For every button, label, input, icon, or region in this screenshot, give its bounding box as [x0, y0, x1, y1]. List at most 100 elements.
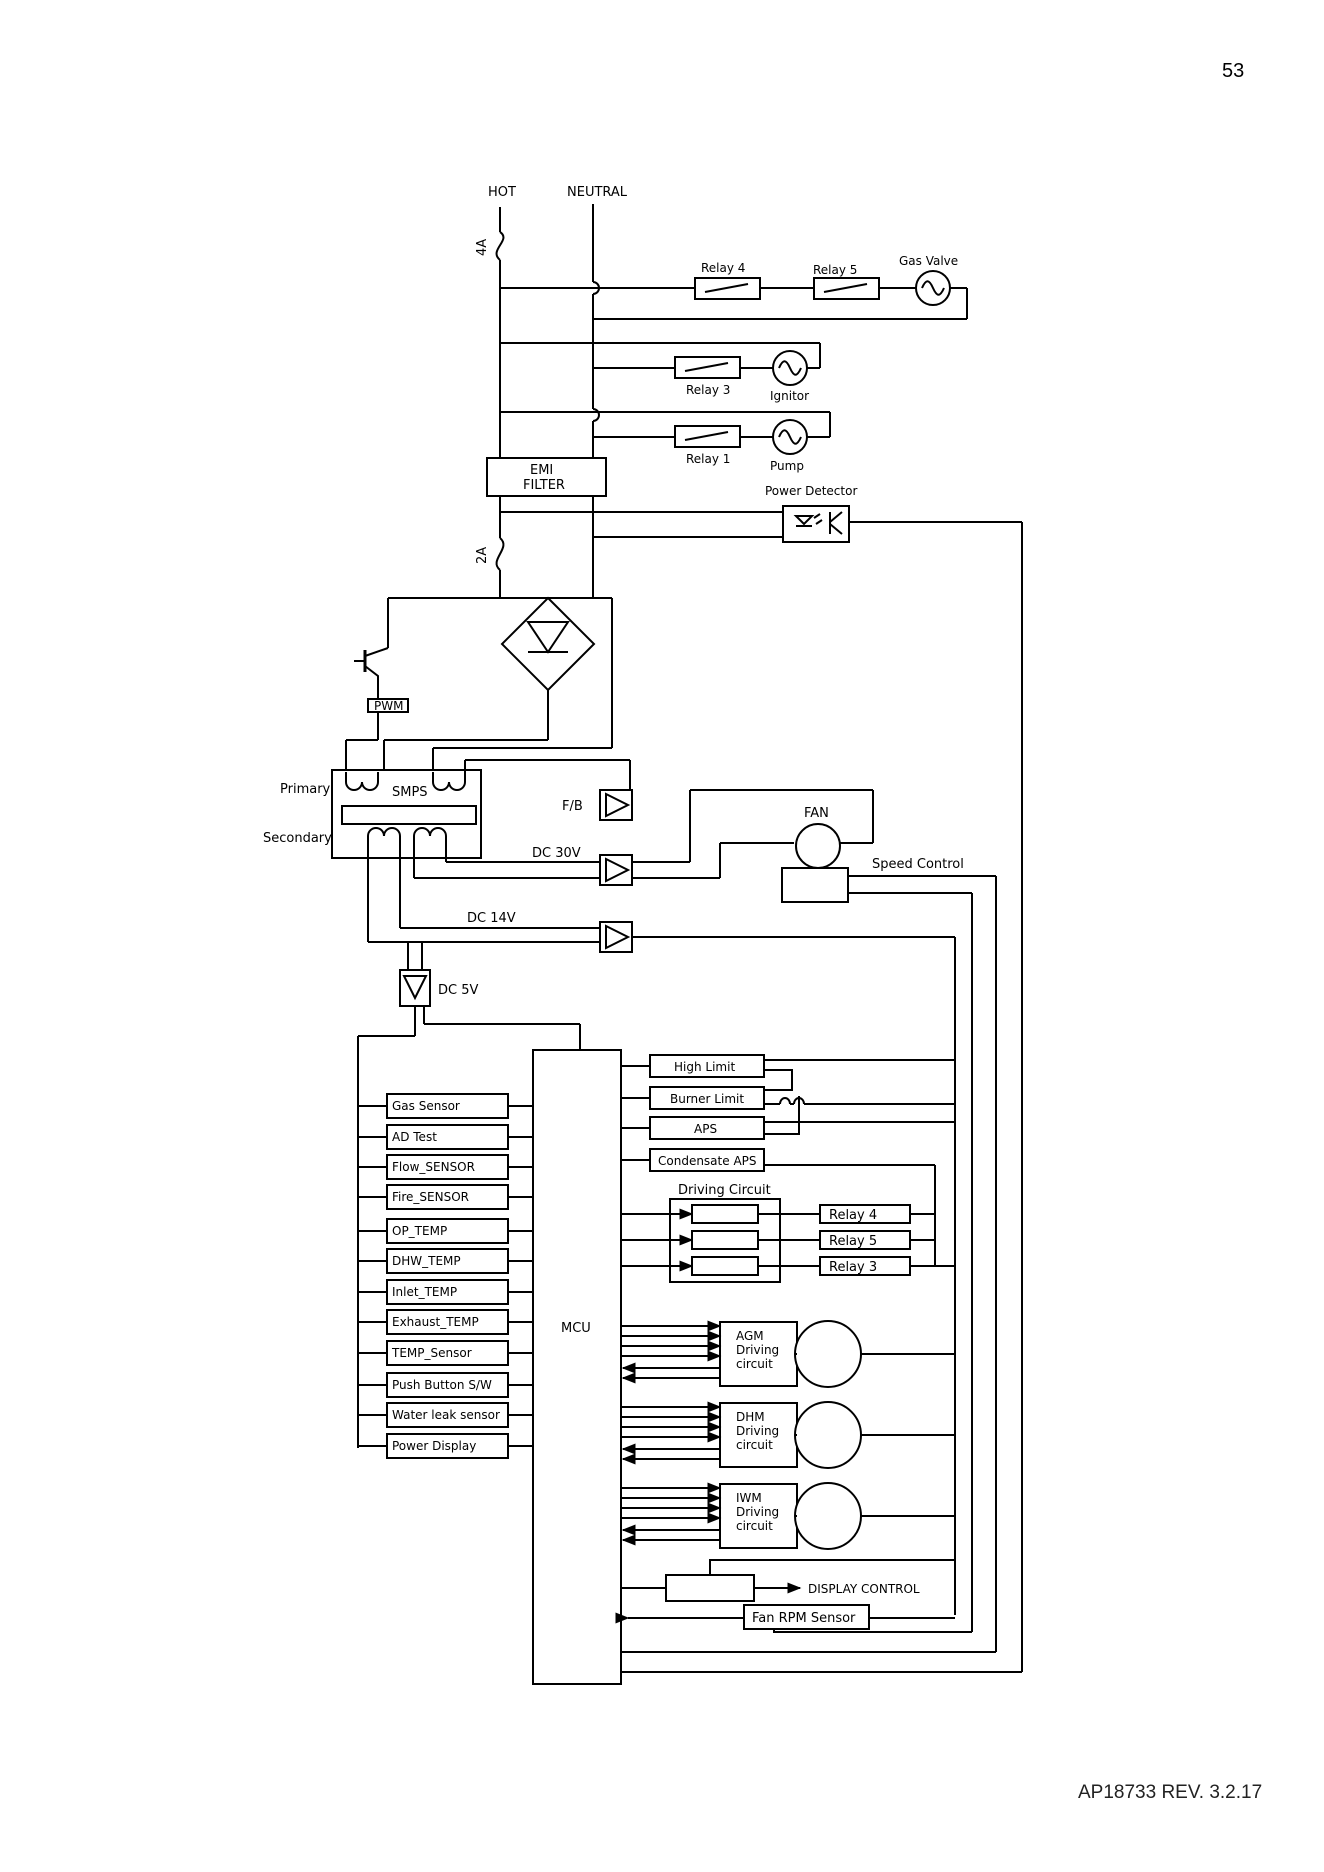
driving-relay-5-box — [819, 1230, 911, 1250]
driving-circuit-lines — [621, 1208, 955, 1272]
sensor-box — [386, 1218, 509, 1244]
sensor-box — [386, 1433, 509, 1459]
feedback-path — [464, 759, 631, 790]
relay-4-label: Relay 4 — [701, 261, 745, 275]
fan-label: FAN — [804, 806, 829, 821]
pump-label: Pump — [770, 459, 804, 473]
high-limit-label: High Limit — [674, 1060, 735, 1074]
aps-label: APS — [694, 1122, 717, 1136]
motor-driver-label: IWM — [736, 1491, 762, 1505]
sensor-label: DHW_TEMP — [392, 1254, 461, 1268]
dc14-path — [367, 846, 956, 1615]
driving-relay-4-label: Relay 4 — [829, 1208, 877, 1223]
power-detector-label: Power Detector — [765, 484, 857, 498]
motor-symbol — [794, 1482, 862, 1550]
pump-branch — [500, 411, 831, 438]
pwm-label: PWM — [374, 699, 403, 713]
filter-label: FILTER — [523, 478, 565, 493]
display-control-box — [665, 1574, 755, 1602]
ignitor-label: Ignitor — [770, 389, 809, 403]
dc5-path — [357, 942, 581, 1448]
secondary-label: Secondary — [263, 831, 332, 846]
sensor-label: Fire_SENSOR — [392, 1190, 469, 1204]
fan-control-wires — [848, 875, 997, 1652]
bridge-rectifier — [383, 596, 613, 772]
fan-rpm-sensor-box — [743, 1604, 870, 1630]
driver-stage-1 — [691, 1204, 759, 1224]
motor-driver-label: circuit — [736, 1519, 773, 1533]
gas-valve-branch — [500, 287, 968, 320]
driving-relay-5-label: Relay 5 — [829, 1234, 877, 1249]
smps-label: SMPS — [392, 785, 428, 800]
driving-relay-3-box — [819, 1256, 911, 1276]
emi-label: EMI — [530, 463, 553, 478]
driver-stage-3 — [691, 1256, 759, 1276]
high-limit-box — [649, 1054, 765, 1078]
motor-driving-circuits: AGMDrivingcircuitDHMDrivingcircuitIWMDri… — [621, 1320, 955, 1550]
sensor-box — [386, 1372, 509, 1398]
motor-driver-box — [719, 1321, 798, 1387]
dc30-label: DC 30V — [532, 846, 581, 861]
sensor-box — [386, 1309, 509, 1335]
driving-relay-4-box — [819, 1204, 911, 1224]
sensor-label: Flow_SENSOR — [392, 1160, 475, 1174]
motor-driver-label: circuit — [736, 1438, 773, 1452]
sensor-box — [386, 1402, 509, 1428]
motor-driver-label: DHM — [736, 1410, 765, 1424]
neutral-label: NEUTRAL — [567, 185, 628, 200]
relay-1-label: Relay 1 — [686, 452, 730, 466]
sensor-label: OP_TEMP — [392, 1224, 447, 1238]
fan-rpm-wires — [615, 1608, 1022, 1673]
motor-driver-label: AGM — [736, 1329, 764, 1343]
sensor-box — [386, 1154, 509, 1180]
sensor-label: Power Display — [392, 1439, 476, 1453]
document-revision: AP18733 REV. 3.2.17 — [1078, 1782, 1263, 1803]
relay-3-label: Relay 3 — [686, 383, 730, 397]
fuse-4a-label: 4A — [475, 239, 490, 256]
gas-valve-label: Gas Valve — [899, 254, 958, 268]
ignitor-branch — [500, 342, 821, 369]
mcu-label: MCU — [561, 1321, 591, 1336]
burner-limit-box — [649, 1086, 765, 1110]
condensate-aps-box — [649, 1148, 765, 1172]
sensor-box — [386, 1248, 509, 1274]
sensor-box — [386, 1184, 509, 1210]
pwm-transistor — [345, 597, 500, 772]
motor-driver-label: circuit — [736, 1357, 773, 1371]
dc5-label: DC 5V — [438, 983, 478, 998]
fb-label: F/B — [562, 799, 583, 814]
motor-symbol — [794, 1320, 862, 1388]
motor-driver-label: Driving — [736, 1505, 779, 1519]
pwm-box — [367, 698, 409, 713]
motor-driver-box — [719, 1483, 798, 1549]
dc30-path — [413, 789, 874, 879]
sensor-label: TEMP_Sensor — [391, 1346, 472, 1360]
sensor-label: AD Test — [392, 1130, 437, 1144]
driver-stage-2 — [691, 1230, 759, 1250]
mcu-box — [532, 1049, 622, 1685]
sensor-label: Water leak sensor — [392, 1408, 500, 1422]
hot-line — [495, 207, 505, 598]
sensor-label: Exhaust_TEMP — [392, 1315, 479, 1329]
smps-core — [341, 805, 477, 825]
driving-relay-3-label: Relay 3 — [829, 1260, 877, 1275]
sensor-box — [386, 1279, 509, 1305]
burner-limit-label: Burner Limit — [670, 1092, 744, 1106]
driving-circuit-label: Driving Circuit — [678, 1183, 771, 1198]
fuse-2a-label: 2A — [475, 547, 490, 564]
sensor-label: Push Button S/W — [392, 1378, 492, 1392]
motor-driver-label: Driving — [736, 1424, 779, 1438]
aps-box — [649, 1116, 765, 1140]
condensate-aps-label: Condensate APS — [658, 1154, 757, 1168]
page-number: 53 — [1222, 60, 1245, 82]
speed-control-label: Speed Control — [872, 857, 964, 872]
motor-symbol — [794, 1401, 862, 1469]
primary-label: Primary — [280, 782, 331, 797]
fan-motor — [795, 823, 841, 869]
fan-rpm-sensor-label: Fan RPM Sensor — [752, 1611, 856, 1626]
power-detector-branch — [500, 511, 1023, 1672]
emi-filter-box — [486, 457, 607, 497]
dc14-label: DC 14V — [467, 911, 516, 926]
